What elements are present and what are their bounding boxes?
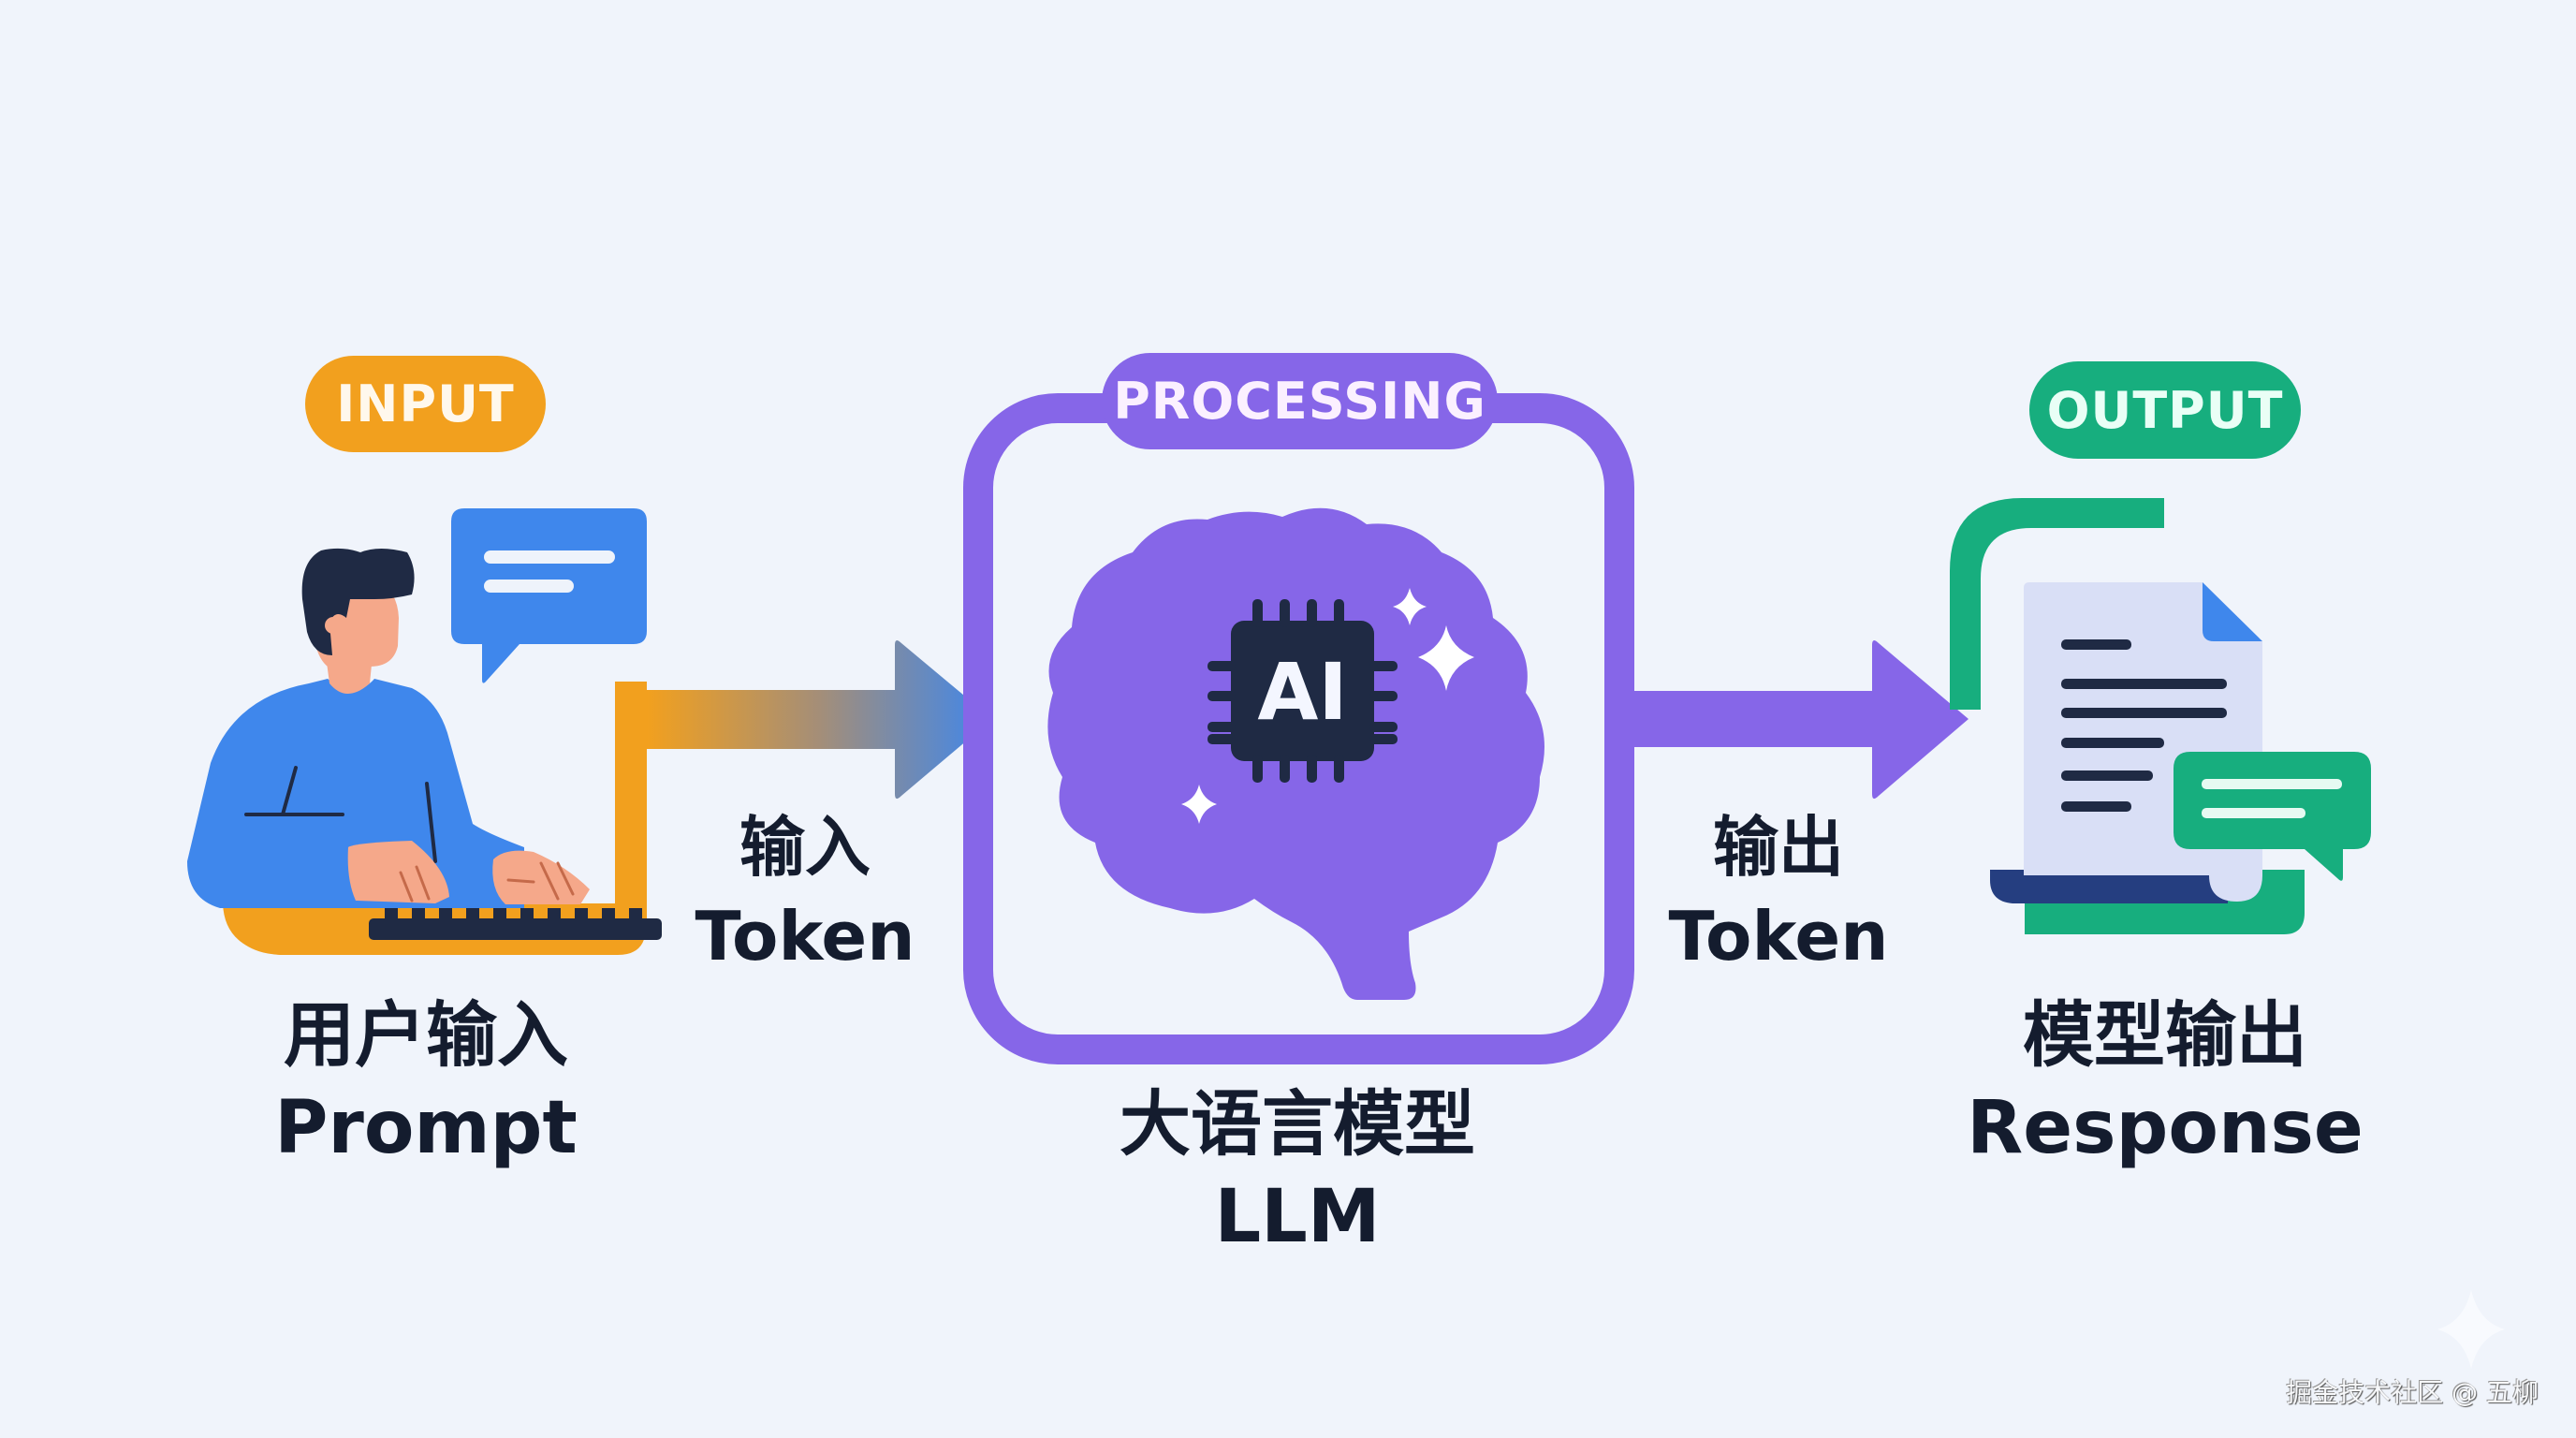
keyboard-icon xyxy=(369,908,662,940)
output-token-arrow xyxy=(1633,639,1969,800)
ai-chip-icon xyxy=(1208,599,1398,783)
output-badge-label: OUTPUT xyxy=(2046,380,2284,440)
processing-badge-label: PROCESSING xyxy=(1113,372,1486,431)
output-stage-title-zh: 模型输出 xyxy=(2023,993,2307,1077)
output-token-label-zh: 输出 xyxy=(1713,809,1844,886)
document-icon xyxy=(1950,498,2305,934)
input-stage-title-en: Prompt xyxy=(274,1086,578,1170)
speech-bubble-icon xyxy=(451,508,647,683)
processing-stage-title: 大语言模型 LLM xyxy=(1063,1082,1531,1259)
output-stage-title: 模型输出 Response xyxy=(1959,993,2371,1170)
input-token-arrow xyxy=(647,639,992,800)
sparkle-icon xyxy=(1181,588,1474,824)
person-typing-icon xyxy=(187,548,662,955)
chat-bubble-icon xyxy=(2174,752,2371,881)
processing-stage-title-zh: 大语言模型 xyxy=(1120,1082,1475,1166)
input-badge: INPUT xyxy=(305,356,546,452)
input-stage-title-zh: 用户输入 xyxy=(284,993,568,1077)
output-stage-title-en: Response xyxy=(1967,1086,2364,1170)
input-token-label-en: Token xyxy=(695,897,915,976)
input-badge-label: INPUT xyxy=(336,374,515,433)
output-token-label: 输出 Token xyxy=(1661,814,1895,970)
processing-stage-title-en: LLM xyxy=(1214,1175,1381,1259)
input-connector-post xyxy=(615,682,647,925)
output-badge: OUTPUT xyxy=(2029,361,2301,459)
watermark: 掘金技术社区 @ 五柳 xyxy=(2286,1377,2539,1408)
input-token-label-zh: 输入 xyxy=(739,809,871,886)
input-token-label: 输入 Token xyxy=(688,814,922,970)
chip-label-text: AI xyxy=(1257,646,1348,738)
sparkle-icon xyxy=(2437,1290,2505,1369)
output-token-label-en: Token xyxy=(1668,897,1889,976)
chip-label: AI xyxy=(1231,653,1374,731)
input-stage-title: 用户输入 Prompt xyxy=(239,993,613,1170)
processing-badge: PROCESSING xyxy=(1102,353,1498,449)
